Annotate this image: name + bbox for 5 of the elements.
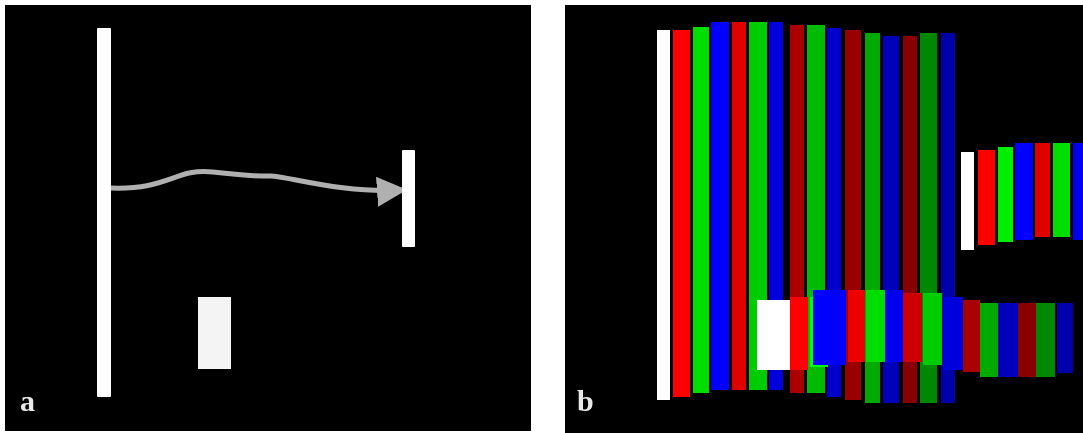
panel-letter: b (577, 386, 594, 416)
rectangle (198, 297, 231, 369)
panel-letter: a (20, 386, 35, 416)
bar (97, 28, 111, 397)
bar (402, 150, 415, 247)
